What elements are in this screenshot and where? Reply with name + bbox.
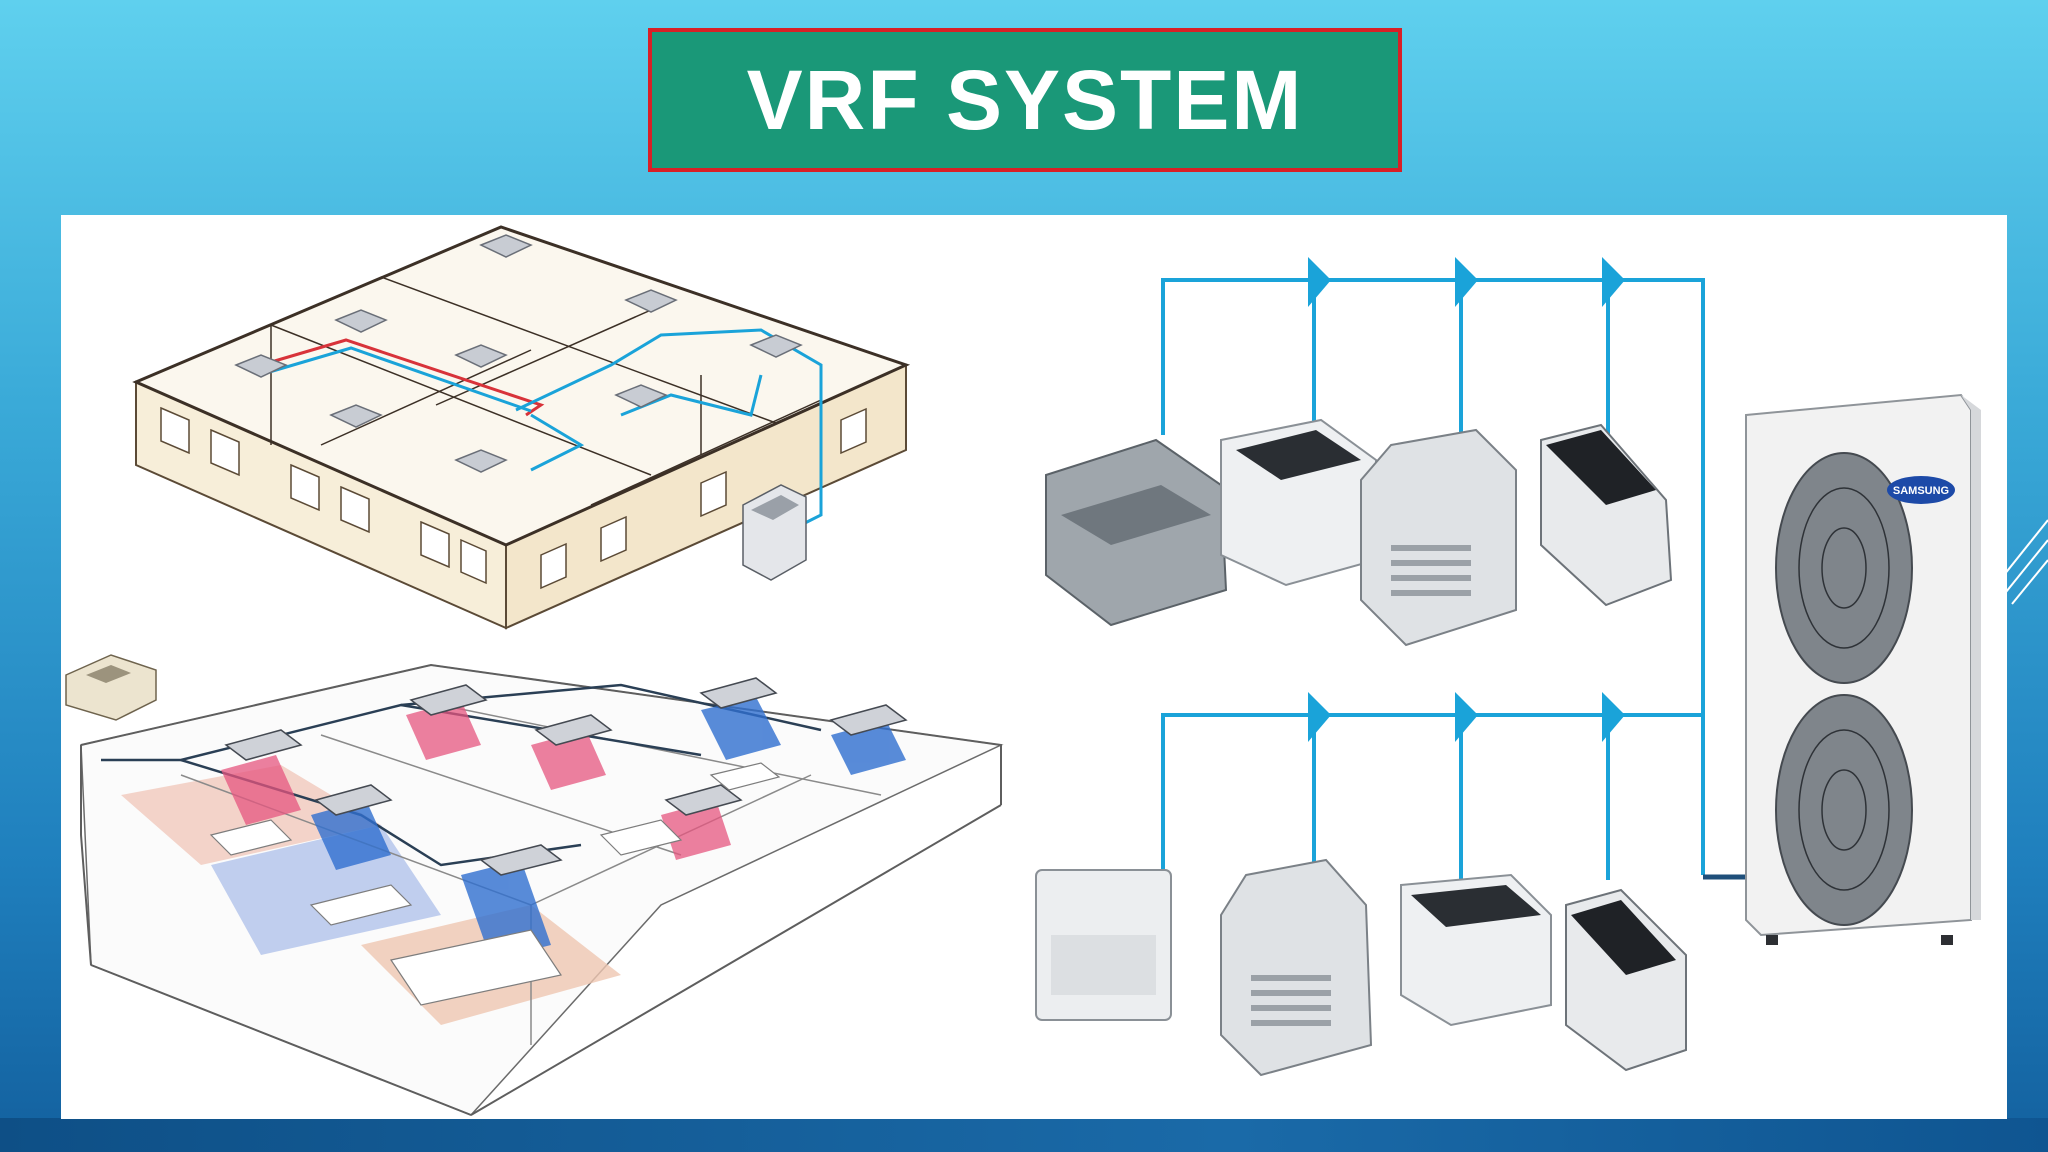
indoor-unit-icon [1220, 858, 1373, 1077]
rooftop-outdoor-unit [65, 654, 157, 721]
corner-decoration [2000, 519, 2048, 605]
office-floorplan-icon [65, 654, 1004, 1116]
title-banner: VRF SYSTEM [648, 28, 1402, 172]
indoor-unit-icon [1565, 888, 1687, 1072]
indoor-unit-icon [1400, 873, 1552, 1027]
outdoor-unit-brand: SAMSUNG [1893, 485, 1949, 497]
indoor-unit-icon [1220, 418, 1377, 587]
indoor-unit-icon [1035, 869, 1172, 1021]
outdoor-condenser-icon: SAMSUNG [1745, 393, 1981, 945]
slide-title: VRF SYSTEM [746, 53, 1304, 147]
diagram-panel: SAMSUNG [61, 215, 2007, 1119]
indoor-unit-icon [1045, 438, 1228, 627]
building-outdoor-unit [742, 484, 807, 581]
slide-bottom-band [0, 1118, 2048, 1152]
indoor-unit-icon [1360, 428, 1517, 647]
indoor-unit-icon [1540, 423, 1673, 607]
building-isometric-icon [132, 225, 911, 630]
